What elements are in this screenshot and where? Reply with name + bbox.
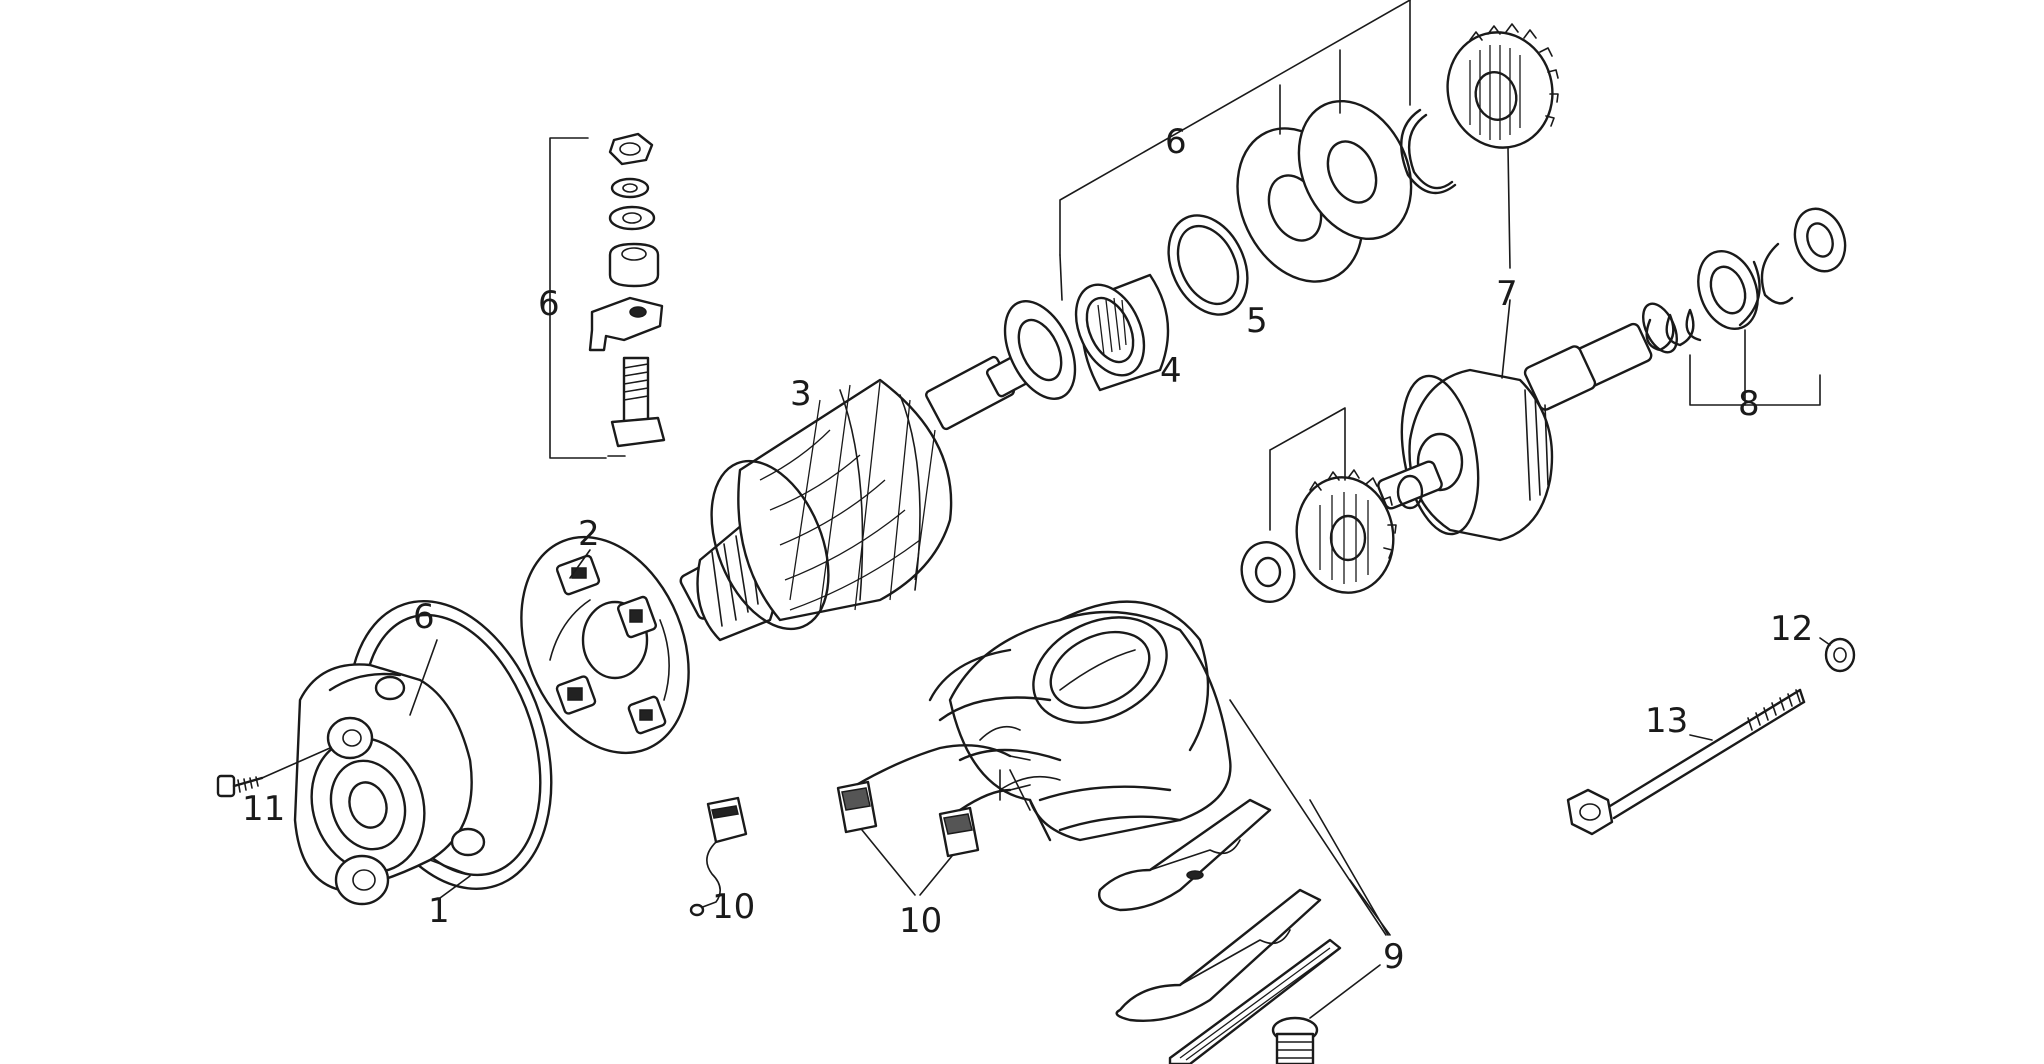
through-bolt-part-13 xyxy=(1566,688,1806,836)
pole-shoe-lower-part-9 xyxy=(1115,888,1322,1022)
brush-pair-part-10-right xyxy=(836,744,1031,858)
label-part-3: 3 xyxy=(790,374,812,414)
label-part-2: 2 xyxy=(578,514,600,554)
label-part-9: 9 xyxy=(1383,937,1405,977)
ring-part-5 xyxy=(1167,214,1249,316)
terminal-hardware-part-6-left xyxy=(588,132,666,457)
label-part-6-left: 6 xyxy=(538,284,560,324)
pinion-gear-part-7 xyxy=(1295,469,1397,594)
label-part-5: 5 xyxy=(1246,301,1268,341)
label-part-12: 12 xyxy=(1770,609,1813,649)
armature-part-3 xyxy=(679,348,1043,642)
collar-part-8 xyxy=(1697,250,1761,330)
label-part-8: 8 xyxy=(1738,384,1760,424)
screw-part-11 xyxy=(216,747,331,798)
label-part-7: 7 xyxy=(1496,274,1518,314)
pole-shoe-upper-part-9 xyxy=(1098,798,1272,912)
label-part-10-left: 10 xyxy=(712,887,755,927)
yoke-housing-part-9 xyxy=(928,600,1232,842)
washer-part-12 xyxy=(1824,637,1856,673)
label-part-11: 11 xyxy=(242,789,285,829)
gear-part-6-top xyxy=(1446,23,1559,149)
leader-lines xyxy=(409,0,1831,1019)
label-part-6-cover: 6 xyxy=(413,597,435,637)
label-part-10-right: 10 xyxy=(899,901,942,941)
bearing-part-4 xyxy=(1003,273,1170,401)
pole-screw-part-9 xyxy=(1271,1016,1319,1064)
drive-clutch-part-7 xyxy=(1377,322,1653,542)
label-part-1: 1 xyxy=(428,891,450,931)
circlip-part-8 xyxy=(1760,242,1794,305)
callout-labels: 1 2 3 4 5 6 6 6 7 8 9 10 10 11 12 13 xyxy=(242,122,1813,977)
spring-part-8 xyxy=(1642,302,1702,354)
washer-set-part-6-top xyxy=(1236,99,1457,283)
label-part-6-top: 6 xyxy=(1165,122,1187,162)
brush-holder-plate-part-2 xyxy=(520,535,690,755)
brush-part-10-left xyxy=(689,796,748,917)
end-cover-part-1 xyxy=(293,600,553,906)
shim-part-9 xyxy=(1168,938,1342,1064)
washer-part-8 xyxy=(1793,207,1847,273)
label-part-4: 4 xyxy=(1160,351,1182,391)
label-part-13: 13 xyxy=(1645,701,1688,741)
washer-part-7 xyxy=(1240,541,1296,603)
